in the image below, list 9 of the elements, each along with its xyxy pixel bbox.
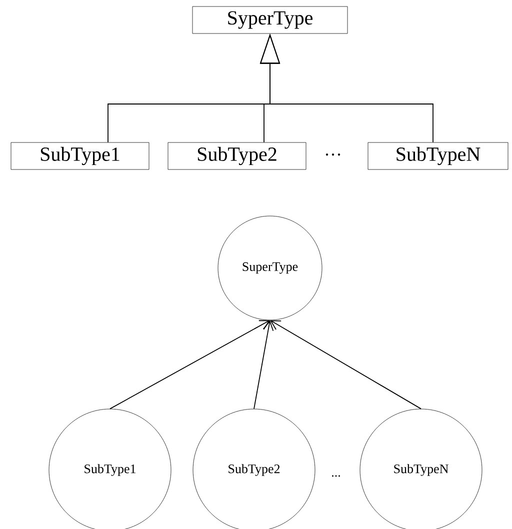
arrow	[254, 320, 274, 410]
arrow	[270, 320, 422, 410]
class-box: SubTypeN	[368, 142, 508, 170]
ellipsis: ...	[332, 475, 340, 477]
arrow	[110, 320, 270, 410]
class-box: SubType1	[10, 142, 150, 170]
class-box: SyperType	[192, 6, 348, 34]
ellipsis: ···	[326, 153, 340, 156]
class-box: SubType2	[168, 142, 306, 170]
